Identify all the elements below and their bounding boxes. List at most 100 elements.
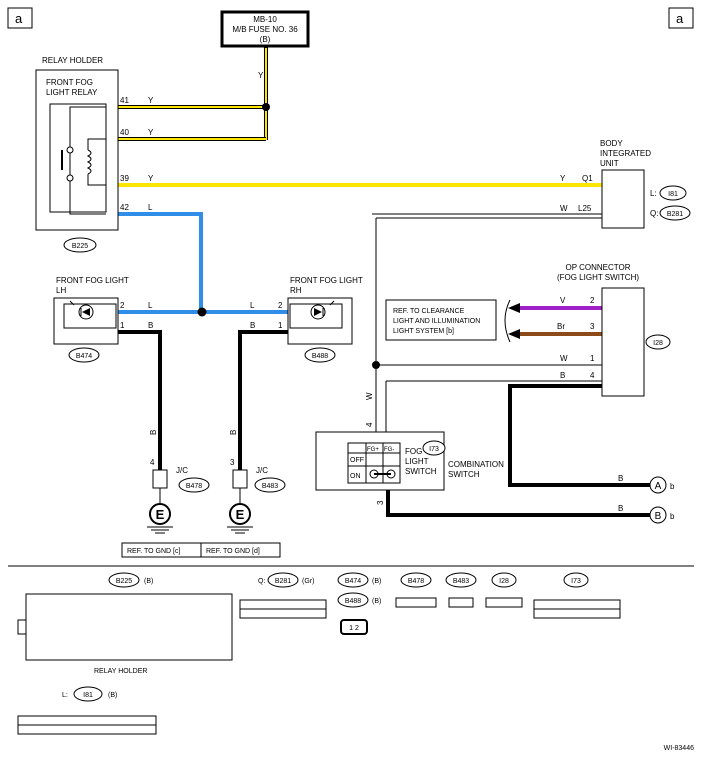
svg-text:FG-: FG- — [384, 447, 394, 453]
svg-text:L25: L25 — [578, 204, 592, 213]
svg-text:I28: I28 — [653, 340, 663, 347]
svg-text:W: W — [560, 354, 568, 363]
svg-text:(B): (B) — [372, 598, 381, 605]
svg-text:REF. TO CLEARANCE: REF. TO CLEARANCE — [393, 308, 465, 315]
svg-text:B: B — [655, 511, 662, 522]
fog-light-rh: FRONT FOG LIGHT RH L 2 B 1 B488 — [250, 276, 363, 363]
svg-text:B: B — [560, 371, 565, 380]
svg-text:(B): (B) — [108, 692, 117, 699]
svg-text:4: 4 — [150, 458, 155, 467]
svg-text:J/C: J/C — [256, 466, 268, 475]
svg-text:(Gr): (Gr) — [302, 578, 314, 585]
svg-text:RELAY HOLDER: RELAY HOLDER — [42, 56, 103, 65]
svg-text:B488: B488 — [345, 598, 361, 605]
output-marker-b: B B b — [618, 504, 675, 524]
svg-text:Br: Br — [557, 322, 565, 331]
svg-text:B225: B225 — [116, 578, 132, 585]
relay-holder: RELAY HOLDER FRONT FOG LIGHT RELAY 41 Y … — [35, 56, 154, 253]
svg-text:FRONT FOG: FRONT FOG — [46, 78, 93, 87]
svg-text:B474: B474 — [76, 353, 92, 360]
connector-view-i81: L: I81 (B) — [17, 686, 157, 735]
svg-text:FOG: FOG — [405, 447, 422, 456]
connector-view-b225: B225 (B) RELAY HOLDER — [17, 572, 233, 675]
svg-text:1 2: 1 2 — [349, 625, 359, 632]
svg-text:Y: Y — [148, 128, 154, 137]
svg-text:OP CONNECTOR: OP CONNECTOR — [565, 263, 630, 272]
svg-text:BODY: BODY — [600, 139, 623, 148]
svg-text:INTEGRATED: INTEGRATED — [600, 149, 651, 158]
svg-text:UNIT: UNIT — [600, 159, 619, 168]
svg-text:I81: I81 — [668, 191, 678, 198]
svg-text:a: a — [676, 11, 684, 26]
body-integrated-unit: BODY INTEGRATED UNIT Y Q1 W L25 L: I81 Q… — [560, 139, 691, 229]
clearance-wires — [504, 299, 602, 343]
svg-text:LIGHT RELAY: LIGHT RELAY — [46, 88, 98, 97]
yellow-wires — [118, 46, 602, 187]
svg-text:3: 3 — [230, 458, 235, 467]
connector-view-i28: I28 — [485, 572, 523, 608]
svg-text:1: 1 — [278, 321, 283, 330]
connector-view-i73: I73 — [533, 572, 621, 619]
svg-text:B225: B225 — [72, 243, 88, 250]
ref-clearance-box: REF. TO CLEARANCE LIGHT AND ILLUMINATION… — [385, 299, 497, 341]
svg-text:L:: L: — [62, 692, 68, 699]
svg-text:MB-10: MB-10 — [253, 15, 277, 24]
page-marker-left: a — [7, 7, 33, 29]
svg-text:V: V — [560, 296, 566, 305]
svg-text:B483: B483 — [453, 578, 469, 585]
connector-view-b483: B483 — [445, 572, 477, 608]
svg-text:B281: B281 — [667, 211, 683, 218]
svg-text:OFF: OFF — [350, 457, 364, 464]
svg-text:Y: Y — [148, 96, 154, 105]
svg-text:ON: ON — [350, 473, 361, 480]
svg-text:E: E — [156, 507, 165, 522]
jc-right-wire-color: B — [229, 430, 238, 435]
svg-text:RH: RH — [290, 286, 302, 295]
svg-text:2: 2 — [278, 301, 283, 310]
svg-text:42: 42 — [120, 203, 129, 212]
svg-text:REF. TO GND [c]: REF. TO GND [c] — [127, 548, 180, 555]
svg-text:3: 3 — [376, 500, 385, 505]
w-wires — [372, 213, 602, 432]
blue-wires — [118, 212, 288, 314]
svg-text:LIGHT: LIGHT — [405, 457, 429, 466]
svg-text:FG+: FG+ — [367, 447, 379, 453]
svg-text:FRONT FOG LIGHT: FRONT FOG LIGHT — [290, 276, 363, 285]
svg-text:a: a — [15, 11, 23, 26]
ground-wires — [118, 330, 288, 470]
fog-light-lh: FRONT FOG LIGHT LH 2 L 1 B B474 — [53, 276, 153, 363]
svg-text:B488: B488 — [312, 353, 328, 360]
svg-text:Q1: Q1 — [582, 174, 593, 183]
svg-text:b: b — [670, 512, 675, 521]
ref-gnd-table: REF. TO GND [c] REF. TO GND [d] — [121, 542, 281, 558]
svg-text:41: 41 — [120, 96, 129, 105]
jc-right: 3 J/C B483 E — [227, 458, 286, 534]
svg-text:Q:: Q: — [258, 578, 265, 585]
svg-text:Q:: Q: — [650, 209, 658, 218]
op-connector: OP CONNECTOR (FOG LIGHT SWITCH) V 2 Br 3… — [557, 263, 671, 397]
svg-text:LIGHT AND ILLUMINATION: LIGHT AND ILLUMINATION — [393, 318, 480, 325]
output-wires — [386, 384, 650, 517]
jc-left: 4 J/C B478 E — [147, 458, 210, 534]
svg-text:40: 40 — [120, 128, 129, 137]
fuse-wire-color: Y — [258, 71, 264, 80]
svg-text:(B): (B) — [144, 578, 153, 585]
svg-text:3: 3 — [590, 322, 595, 331]
svg-text:L:: L: — [650, 189, 657, 198]
svg-text:B474: B474 — [345, 578, 361, 585]
svg-text:E: E — [236, 507, 245, 522]
svg-text:B483: B483 — [262, 483, 278, 490]
svg-text:SWITCH: SWITCH — [405, 467, 437, 476]
svg-text:J/C: J/C — [176, 466, 188, 475]
page-marker-right: a — [668, 7, 694, 29]
svg-text:I81: I81 — [83, 692, 93, 699]
svg-text:2: 2 — [590, 296, 595, 305]
svg-text:2: 2 — [120, 301, 125, 310]
svg-text:B: B — [250, 321, 255, 330]
svg-text:I73: I73 — [429, 446, 439, 453]
svg-text:L: L — [148, 203, 153, 212]
diagram-id: WI-83446 — [664, 745, 694, 752]
svg-text:M/B FUSE NO. 36: M/B FUSE NO. 36 — [232, 25, 298, 34]
svg-text:LH: LH — [56, 286, 66, 295]
